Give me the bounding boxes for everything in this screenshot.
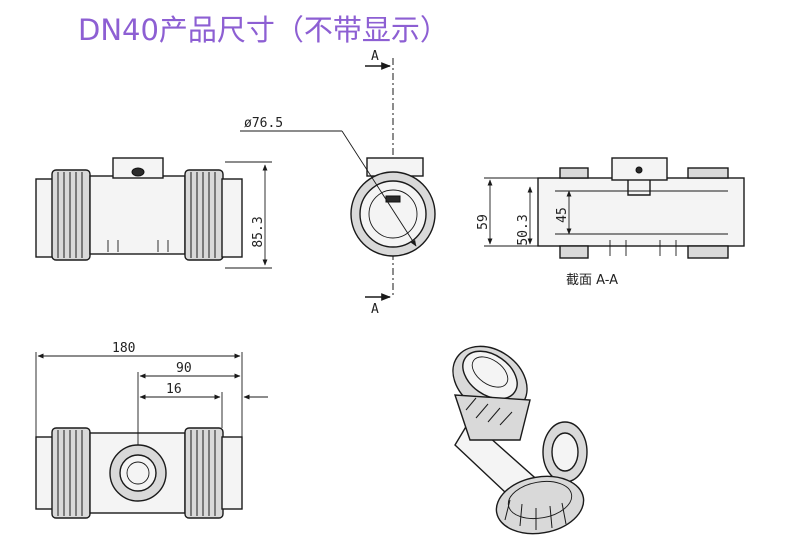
diameter-leader-line xyxy=(341,130,417,247)
section-body-outline xyxy=(537,177,745,247)
diameter-label: ø76.5 xyxy=(244,116,283,131)
end-inner-ring xyxy=(359,180,427,248)
top-view: 180 90 16 xyxy=(35,341,268,519)
end-view: A A ø76.5 xyxy=(240,49,436,317)
front-indicator xyxy=(131,167,145,177)
front-right-pipe-end xyxy=(221,178,243,258)
section-left-nut-bottom xyxy=(559,245,589,259)
section-bore-label: 45 xyxy=(555,207,570,223)
section-caption: 截面 A-A xyxy=(566,273,618,288)
front-valve-body xyxy=(89,175,186,255)
page-title: DN40产品尺寸（不带显示） xyxy=(78,13,449,47)
section-left-nut-top xyxy=(559,167,589,179)
overall-length-label: 180 xyxy=(112,341,135,356)
iso-bottom-union-nut xyxy=(495,475,585,535)
half-length-label: 90 xyxy=(176,361,192,376)
section-mark-bottom: A xyxy=(371,302,379,317)
section-mark-top: A xyxy=(371,49,379,64)
section-view: 59 50.3 45 截面 A-A xyxy=(476,157,745,288)
isometric-view xyxy=(452,345,588,535)
section-inner-height-label: 50.3 xyxy=(516,214,531,245)
offset-label: 16 xyxy=(166,382,182,397)
front-view: 85.3 xyxy=(35,157,272,269)
section-outer-height-label: 59 xyxy=(476,214,491,230)
section-right-nut-bottom xyxy=(687,245,729,259)
top-view-port-inner xyxy=(119,454,157,492)
end-indicator-slot xyxy=(385,195,401,203)
section-right-nut-top xyxy=(687,167,729,179)
side-height-label: 85.3 xyxy=(251,216,266,247)
top-right-pipe-end xyxy=(221,436,243,510)
